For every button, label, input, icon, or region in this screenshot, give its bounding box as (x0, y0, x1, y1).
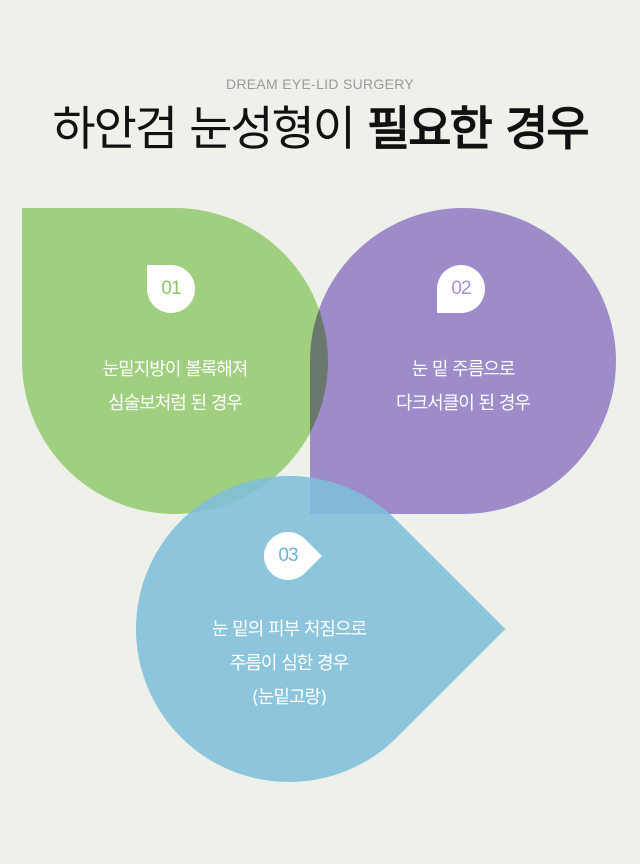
card-01-line: 눈밑지방이 볼록해져 (102, 359, 249, 380)
title-bold: 필요한 경우 (367, 102, 590, 157)
title-regular: 하안검 눈성형이 (52, 102, 356, 157)
card-02-text: 눈 밑 주름으로 다크서클이 된 경우 (310, 353, 616, 421)
card-01-number: 01 (161, 278, 181, 299)
card-03-line: 주름이 심한 경우 (229, 653, 349, 674)
card-03-number: 03 (278, 545, 298, 566)
card-02-badge: 02 (437, 265, 485, 313)
card-02-shape (310, 208, 616, 514)
card-02-line: 눈 밑 주름으로 (411, 359, 516, 380)
card-03-line: (눈밑고랑) (251, 687, 327, 708)
card-01-line: 심술보처럼 된 경우 (108, 393, 243, 414)
card-02-number: 02 (451, 278, 471, 299)
page-title: 하안검 눈성형이 필요한 경우 (0, 100, 640, 160)
card-02-line: 다크서클이 된 경우 (396, 393, 531, 414)
card-03-text: 눈 밑의 피부 처짐으로 주름이 심한 경우 (눈밑고랑) (136, 613, 442, 715)
card-01-shape (22, 208, 328, 514)
card-03-badge: 03 (254, 522, 322, 590)
section-subtitle: DREAM EYE-LID SURGERY (225, 76, 415, 92)
card-01-text: 눈밑지방이 볼록해져 심술보처럼 된 경우 (22, 353, 328, 421)
card-03-line: 눈 밑의 피부 처짐으로 (211, 619, 367, 640)
card-01-badge: 01 (147, 265, 195, 313)
